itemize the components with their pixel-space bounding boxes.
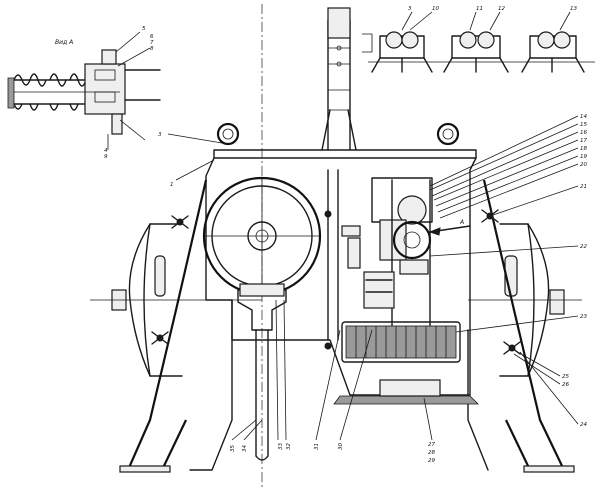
- callout-14: 14: [580, 114, 587, 120]
- callout-25: 25: [562, 374, 569, 380]
- top-right-views: 3 10 11 12 13: [362, 6, 595, 73]
- callout-18: 18: [580, 146, 587, 152]
- callout-15: 15: [580, 122, 587, 128]
- callout-30: 30: [338, 443, 344, 450]
- callout-9: 9: [104, 154, 108, 160]
- callout-29: 29: [428, 458, 435, 464]
- callout-31: 31: [314, 443, 320, 450]
- callout-21: 21: [580, 184, 587, 190]
- callout-34: 34: [242, 445, 248, 452]
- callout-13: 13: [570, 6, 577, 12]
- callout-3: 3: [158, 132, 162, 138]
- callout-8: 8: [150, 46, 154, 52]
- callout-26: 26: [562, 382, 569, 388]
- callout-6: 6: [150, 34, 154, 40]
- callout-22: 22: [580, 244, 587, 250]
- callout-3-top: 3: [408, 6, 412, 12]
- callout-20: 20: [580, 162, 587, 168]
- main-assembly: А: [90, 7, 582, 473]
- callout-35: 35: [230, 445, 236, 452]
- view-a-title: Вид А: [55, 39, 73, 46]
- callout-16: 16: [580, 130, 587, 136]
- main-callouts: 3 1 14 15 16 17 18 19 20 21 22 23 24 25 …: [158, 114, 587, 464]
- callout-19: 19: [580, 154, 587, 160]
- callout-32: 32: [286, 443, 292, 450]
- callout-27: 27: [428, 442, 435, 448]
- callout-28: 28: [428, 450, 435, 456]
- callout-12: 12: [498, 6, 505, 12]
- callout-24: 24: [580, 422, 587, 428]
- callout-5: 5: [142, 26, 146, 32]
- callout-1: 1: [170, 182, 174, 188]
- callout-4: 4: [104, 148, 108, 154]
- callout-17: 17: [580, 138, 587, 144]
- callout-33: 33: [278, 443, 284, 450]
- callout-10: 10: [432, 6, 439, 12]
- callout-23: 23: [580, 314, 587, 320]
- callout-11: 11: [476, 6, 483, 12]
- view-a-detail: Вид А 5 6 7 8 4 9: [7, 26, 161, 160]
- callout-7: 7: [150, 40, 154, 46]
- arrow-a-label: А: [459, 219, 464, 226]
